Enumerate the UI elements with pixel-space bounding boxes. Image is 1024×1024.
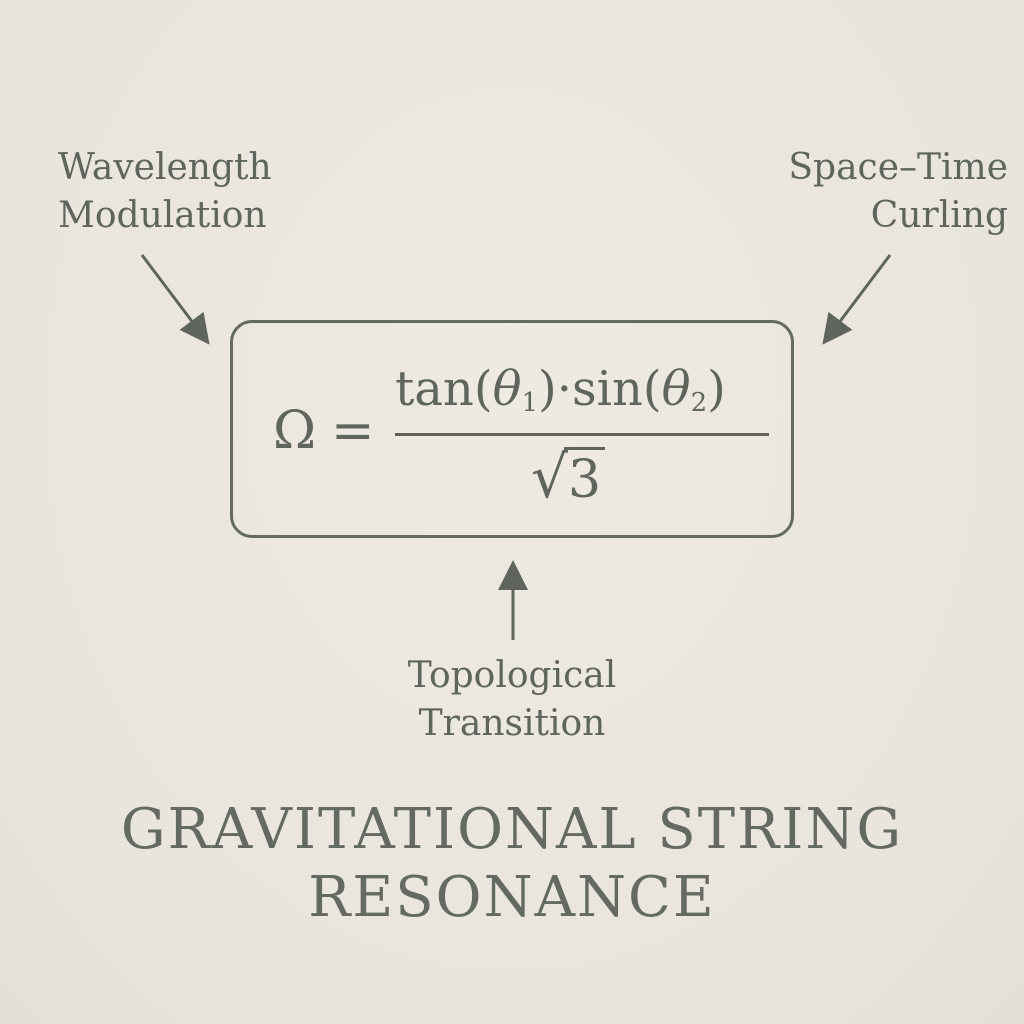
label-topological-transition: Topological Transition — [0, 652, 1024, 748]
label-line: Modulation — [58, 195, 267, 236]
label-line: Curling — [870, 195, 1008, 236]
equation-equals: = — [331, 401, 375, 461]
label-line: Wavelength — [58, 147, 272, 188]
sqrt-symbol: √ — [531, 443, 568, 511]
title-line: GRAVITATIONAL STRING — [120, 797, 904, 862]
diagram-title: GRAVITATIONAL STRING RESONANCE — [0, 796, 1024, 932]
radicand: 3 — [563, 447, 606, 510]
equation: Ω = tan(θ1)·sin(θ2) √3 — [233, 323, 797, 541]
equation-box: Ω = tan(θ1)·sin(θ2) √3 — [230, 320, 794, 538]
tan-function: tan — [395, 361, 474, 417]
label-line: Transition — [418, 703, 606, 744]
label-space-time-curling: Space–Time Curling — [788, 144, 1008, 240]
equation-omega: Ω — [273, 401, 317, 461]
fraction-bar — [395, 433, 769, 436]
equation-denominator: √3 — [531, 443, 606, 511]
label-line: Topological — [407, 655, 617, 696]
equation-numerator: tan(θ1)·sin(θ2) — [395, 361, 726, 418]
title-line: RESONANCE — [308, 865, 716, 930]
subscript: 2 — [690, 388, 708, 418]
label-line: Space–Time — [788, 147, 1008, 188]
sin-function: sin — [572, 361, 643, 417]
arrow-wavelength — [140, 254, 210, 345]
label-wavelength-modulation: Wavelength Modulation — [58, 144, 272, 240]
dot-operator: · — [556, 361, 573, 417]
arrow-spacetime — [822, 254, 892, 345]
subscript: 1 — [521, 388, 539, 418]
theta-symbol: θ — [492, 361, 522, 417]
theta-symbol: θ — [661, 361, 691, 417]
